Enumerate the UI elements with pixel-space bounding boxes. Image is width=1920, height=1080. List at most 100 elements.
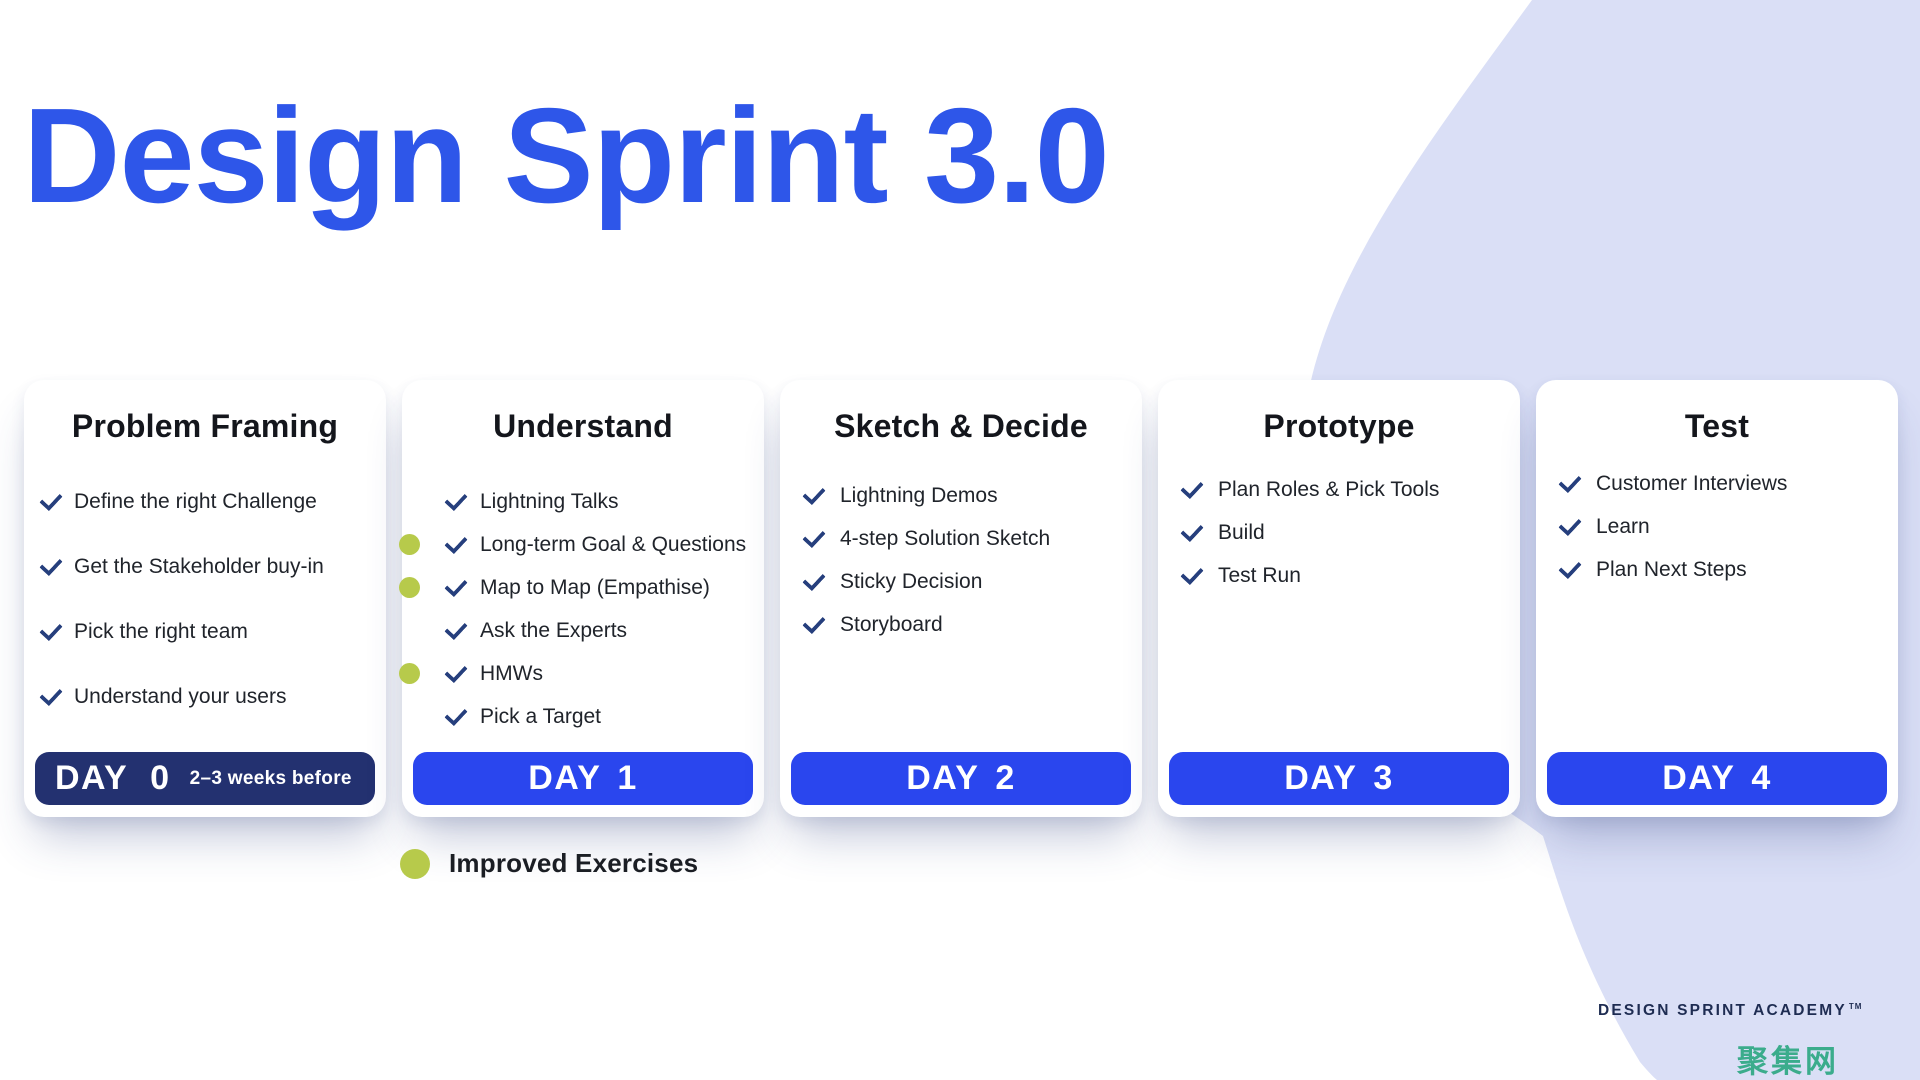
item-label: Learn bbox=[1596, 514, 1650, 538]
trademark-symbol: TM bbox=[1848, 1002, 1863, 1011]
day-number: 0 bbox=[150, 759, 171, 797]
list-item: Test Run bbox=[1158, 562, 1520, 589]
card-row: Problem Framing Define the right Challen… bbox=[24, 380, 1898, 817]
checklist: Define the right Challenge Get the Stake… bbox=[24, 488, 386, 710]
item-label: Understand your users bbox=[74, 684, 287, 708]
card-understand: Understand Lightning Talks Long-term Goa… bbox=[399, 380, 764, 817]
day-number: 2 bbox=[995, 759, 1016, 797]
checklist: Customer Interviews Learn Plan Next Step… bbox=[1536, 470, 1898, 583]
item-label: HMWs bbox=[480, 661, 543, 685]
item-label: Map to Map (Empathise) bbox=[480, 575, 710, 599]
day-label: DAY bbox=[1662, 759, 1736, 797]
legend: Improved Exercises bbox=[400, 848, 698, 879]
card-prototype: Prototype Plan Roles & Pick Tools Build … bbox=[1158, 380, 1520, 817]
day-badge: DAY 3 bbox=[1169, 752, 1509, 805]
list-item: Long-term Goal & Questions bbox=[399, 531, 764, 558]
item-label: Storyboard bbox=[840, 612, 943, 636]
checkmark-icon bbox=[37, 490, 65, 512]
list-item: Ask the Experts bbox=[402, 617, 764, 644]
item-label: Plan Roles & Pick Tools bbox=[1218, 477, 1440, 501]
list-item: Understand your users bbox=[24, 683, 386, 710]
day-number: 4 bbox=[1751, 759, 1772, 797]
watermark-text: 聚集网 bbox=[1737, 1044, 1839, 1079]
checkmark-icon bbox=[442, 490, 470, 512]
checkmark-icon bbox=[442, 705, 470, 727]
day-label: DAY bbox=[906, 759, 980, 797]
day-badge: DAY 0 2–3 weeks before bbox=[35, 752, 375, 805]
item-label: Get the Stakeholder buy-in bbox=[74, 554, 324, 578]
checkmark-icon bbox=[1178, 521, 1206, 543]
checklist: Lightning Talks Long-term Goal & Questio… bbox=[399, 488, 764, 730]
checkmark-icon bbox=[800, 613, 828, 635]
card-title: Sketch & Decide bbox=[834, 408, 1088, 444]
day-badge: DAY 2 bbox=[791, 752, 1131, 805]
item-label: Pick the right team bbox=[74, 619, 248, 643]
card-sketch-decide: Sketch & Decide Lightning Demos 4-step S… bbox=[780, 380, 1142, 817]
item-label: 4-step Solution Sketch bbox=[840, 526, 1051, 550]
item-label: Sticky Decision bbox=[840, 569, 983, 593]
list-item: Plan Roles & Pick Tools bbox=[1158, 476, 1520, 503]
list-item: Build bbox=[1158, 519, 1520, 546]
brand-name: DESIGN SPRINT ACADEMY bbox=[1598, 1002, 1847, 1020]
improved-dot bbox=[400, 848, 430, 879]
list-item: Storyboard bbox=[780, 611, 1142, 638]
item-label: Lightning Talks bbox=[480, 489, 619, 513]
card-title: Understand bbox=[493, 408, 673, 444]
day-number: 3 bbox=[1373, 759, 1394, 797]
item-label: Build bbox=[1218, 520, 1265, 544]
checkmark-icon bbox=[37, 685, 65, 707]
list-item: Learn bbox=[1536, 513, 1898, 540]
checkmark-icon bbox=[1556, 472, 1584, 494]
item-label: Ask the Experts bbox=[480, 618, 628, 642]
checkmark-icon bbox=[1556, 558, 1584, 580]
list-item: Plan Next Steps bbox=[1536, 556, 1898, 583]
item-label: Long-term Goal & Questions bbox=[480, 532, 747, 556]
improved-dot bbox=[399, 533, 420, 555]
checkmark-icon bbox=[800, 527, 828, 549]
item-label: Test Run bbox=[1218, 563, 1301, 587]
day-note: 2–3 weeks before bbox=[189, 767, 352, 789]
item-label: Plan Next Steps bbox=[1596, 557, 1747, 581]
day-number: 1 bbox=[617, 759, 638, 797]
checkmark-icon bbox=[442, 533, 470, 555]
list-item: Define the right Challenge bbox=[24, 488, 386, 515]
day-badge: DAY 1 bbox=[413, 752, 753, 805]
list-item: Lightning Talks bbox=[402, 488, 764, 515]
legend-label: Improved Exercises bbox=[449, 848, 699, 878]
list-item: Customer Interviews bbox=[1536, 470, 1898, 497]
improved-dot bbox=[399, 576, 420, 598]
checkmark-icon bbox=[1556, 515, 1584, 537]
card-problem-framing: Problem Framing Define the right Challen… bbox=[24, 380, 386, 817]
list-item: HMWs bbox=[399, 660, 764, 687]
item-label: Define the right Challenge bbox=[74, 489, 317, 513]
checkmark-icon bbox=[442, 576, 470, 598]
item-label: Customer Interviews bbox=[1596, 471, 1788, 495]
card-title: Problem Framing bbox=[71, 408, 339, 444]
checkmark-icon bbox=[442, 662, 470, 684]
list-item: Get the Stakeholder buy-in bbox=[24, 553, 386, 580]
list-item: Pick the right team bbox=[24, 618, 386, 645]
checkmark-icon bbox=[37, 555, 65, 577]
card-test: Test Customer Interviews Learn Plan Next… bbox=[1536, 380, 1898, 817]
checklist: Lightning Demos 4-step Solution Sketch S… bbox=[780, 482, 1142, 638]
list-item: Map to Map (Empathise) bbox=[399, 574, 764, 601]
card-title: Test bbox=[1684, 408, 1750, 444]
checkmark-icon bbox=[1178, 564, 1206, 586]
list-item: 4-step Solution Sketch bbox=[780, 525, 1142, 552]
day-badge: DAY 4 bbox=[1547, 752, 1887, 805]
checklist: Plan Roles & Pick Tools Build Test Run bbox=[1158, 476, 1520, 589]
item-label: Pick a Target bbox=[480, 704, 602, 728]
page-title: Design Sprint 3.0 bbox=[23, 80, 1110, 231]
improved-dot bbox=[399, 662, 420, 684]
list-item: Sticky Decision bbox=[780, 568, 1142, 595]
checkmark-icon bbox=[37, 620, 65, 642]
day-label: DAY bbox=[1284, 759, 1358, 797]
checkmark-icon bbox=[800, 484, 828, 506]
checkmark-icon bbox=[442, 619, 470, 641]
day-label: DAY bbox=[55, 759, 129, 797]
list-item: Lightning Demos bbox=[780, 482, 1142, 509]
list-item: Pick a Target bbox=[402, 703, 764, 730]
checkmark-icon bbox=[800, 570, 828, 592]
